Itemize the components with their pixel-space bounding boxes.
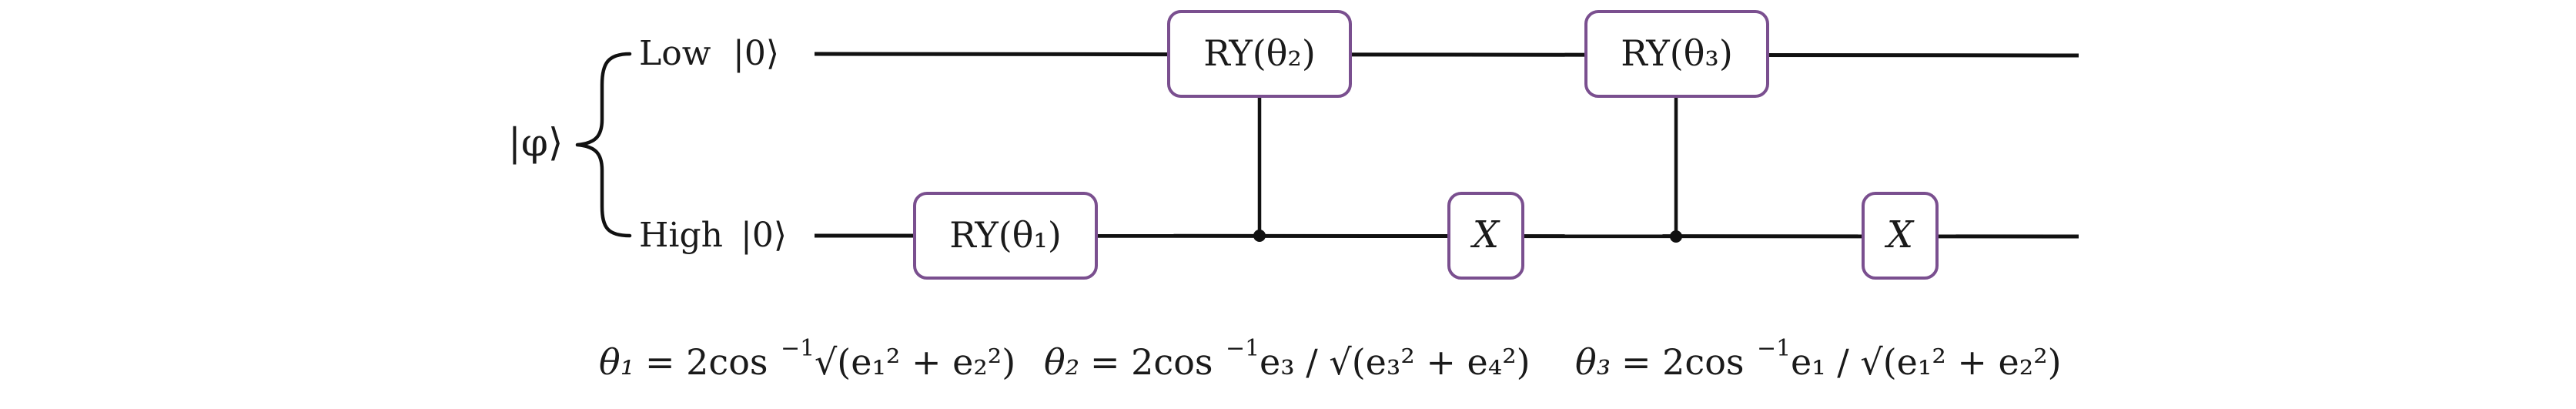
- eq2-rhs: = 2cos: [1090, 341, 1213, 383]
- eq1-lhs: θ₁: [599, 341, 634, 383]
- eq1-arg: √(e₁² + e₂²): [815, 341, 1015, 383]
- eq3-rhs: = 2cos: [1621, 341, 1745, 383]
- eq2-lhs: θ₂: [1044, 341, 1079, 383]
- equation-theta1: θ₁ = 2cos −1 √(e₁² + e₂²): [599, 335, 1015, 383]
- qubit-low-ket: |0⟩: [733, 34, 779, 73]
- gate-ry-theta1: RY(θ₁): [913, 192, 1098, 280]
- qubit-high-ket: |0⟩: [741, 216, 787, 255]
- eq3-exp: −1: [1757, 335, 1791, 362]
- gate-ry-theta3-label: RY(θ₃): [1621, 32, 1733, 74]
- eq1-rhs: = 2cos: [645, 341, 768, 383]
- state-label: |φ⟩: [508, 120, 563, 165]
- wire-low: [814, 52, 2079, 58]
- eq2-arg: e₃ / √(e₃² + e₄²): [1260, 341, 1531, 383]
- gate-ry-theta2: RY(θ₂): [1167, 10, 1352, 98]
- gate-x-1: X: [1447, 192, 1524, 280]
- gate-ry-theta3: RY(θ₃): [1584, 10, 1769, 98]
- equation-theta3: θ₃ = 2cos −1 e₁ / √(e₁² + e₂²): [1575, 335, 2062, 383]
- gate-x-2-label: X: [1884, 213, 1915, 256]
- gate-x-2: X: [1862, 192, 1939, 280]
- gate-x-1-label: X: [1470, 213, 1500, 256]
- eq2-exp: −1: [1226, 335, 1260, 362]
- eq3-arg: e₁ / √(e₁² + e₂²): [1791, 341, 2062, 383]
- control-dot-3: [1670, 230, 1682, 243]
- qubit-low-name: Low: [639, 34, 711, 73]
- gate-ry-theta2-label: RY(θ₂): [1203, 32, 1316, 74]
- qubit-brace: [575, 52, 632, 238]
- eq3-lhs: θ₃: [1575, 341, 1611, 383]
- gate-ry-theta1-label: RY(θ₁): [949, 214, 1062, 256]
- qubit-high-name: High: [639, 216, 723, 255]
- equation-theta2: θ₂ = 2cos −1 e₃ / √(e₃² + e₄²): [1044, 335, 1531, 383]
- eq1-exp: −1: [781, 335, 815, 362]
- control-dot-2: [1253, 230, 1266, 242]
